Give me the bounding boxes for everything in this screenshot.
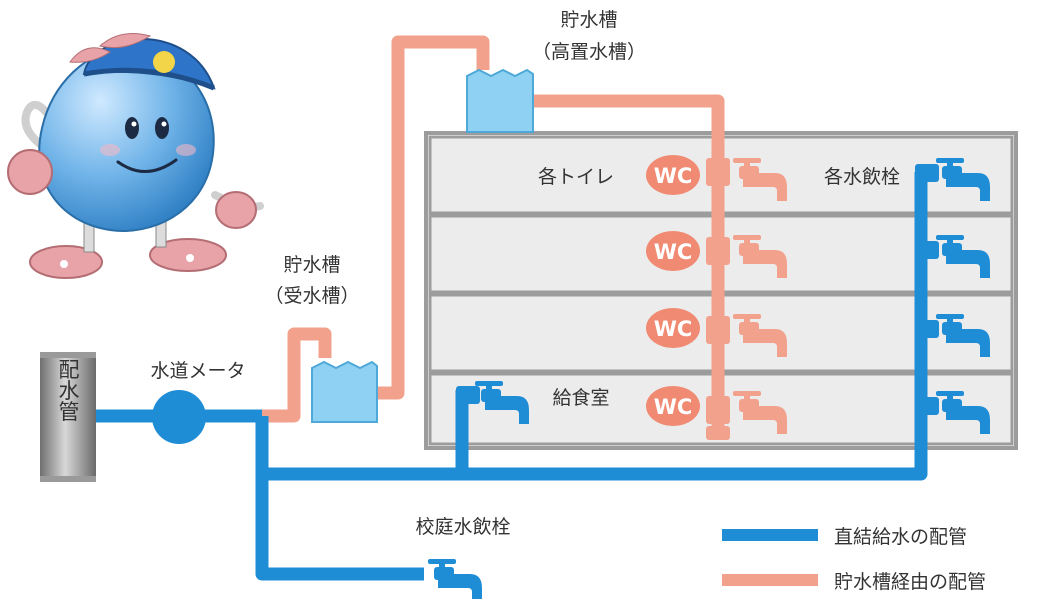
lower-tank-sub: （受水槽）: [264, 285, 359, 307]
yard-fountain-label: 校庭水飲栓: [415, 516, 510, 538]
distribution-main-pipe: [40, 352, 96, 482]
legend-direct-label: 直結給水の配管: [834, 526, 967, 548]
upper-tank: 貯水槽 （高置水槽）: [466, 9, 646, 133]
wc-badge-floor-1: WC: [646, 386, 700, 426]
wc-badge-floor-4: WC: [646, 155, 700, 195]
water-meter-label: 水道メータ: [150, 360, 245, 382]
pipe-meter-to-lower-tank: [262, 327, 332, 423]
pipe-to-yard: [255, 416, 424, 581]
distribution-main: 配水管: [40, 352, 96, 482]
legend-direct-swatch: [722, 529, 818, 541]
toilets-label: 各トイレ: [538, 166, 614, 188]
mascot-illustration: [7, 33, 264, 279]
wc-badges: WC WC WC WC: [646, 155, 700, 426]
faucet-icon: [428, 559, 482, 599]
distribution-main-label: 配水管: [56, 359, 80, 422]
legend-tank-label: 貯水槽経由の配管: [834, 571, 986, 593]
water-meter: 水道メータ: [150, 360, 246, 444]
wc-badge-floor-1-text: WC: [654, 395, 693, 419]
wc-badge-floor-3: WC: [646, 231, 700, 271]
wc-badge-floor-3-text: WC: [654, 240, 693, 264]
kitchen-label: 給食室: [552, 387, 609, 409]
legend: 直結給水の配管 貯水槽経由の配管: [722, 526, 986, 593]
upper-tank-sub: （高置水槽）: [532, 41, 646, 63]
legend-tank-swatch: [722, 574, 818, 586]
pipe-lower-to-upper-tank: [376, 35, 490, 400]
pipe-ground-trunk: [262, 172, 928, 481]
tank-route-fittings: [706, 158, 730, 440]
direct-fittings: [456, 164, 939, 415]
wc-badge-floor-2: WC: [646, 308, 700, 348]
wc-badge-floor-2-text: WC: [654, 317, 693, 341]
fountains-label: 各水飲栓: [824, 166, 900, 188]
upper-tank-title: 貯水槽: [560, 9, 617, 31]
lower-tank: 貯水槽 （受水槽）: [264, 254, 378, 423]
lower-tank-title: 貯水槽: [283, 254, 340, 276]
wc-badge-floor-4-text: WC: [654, 164, 693, 188]
